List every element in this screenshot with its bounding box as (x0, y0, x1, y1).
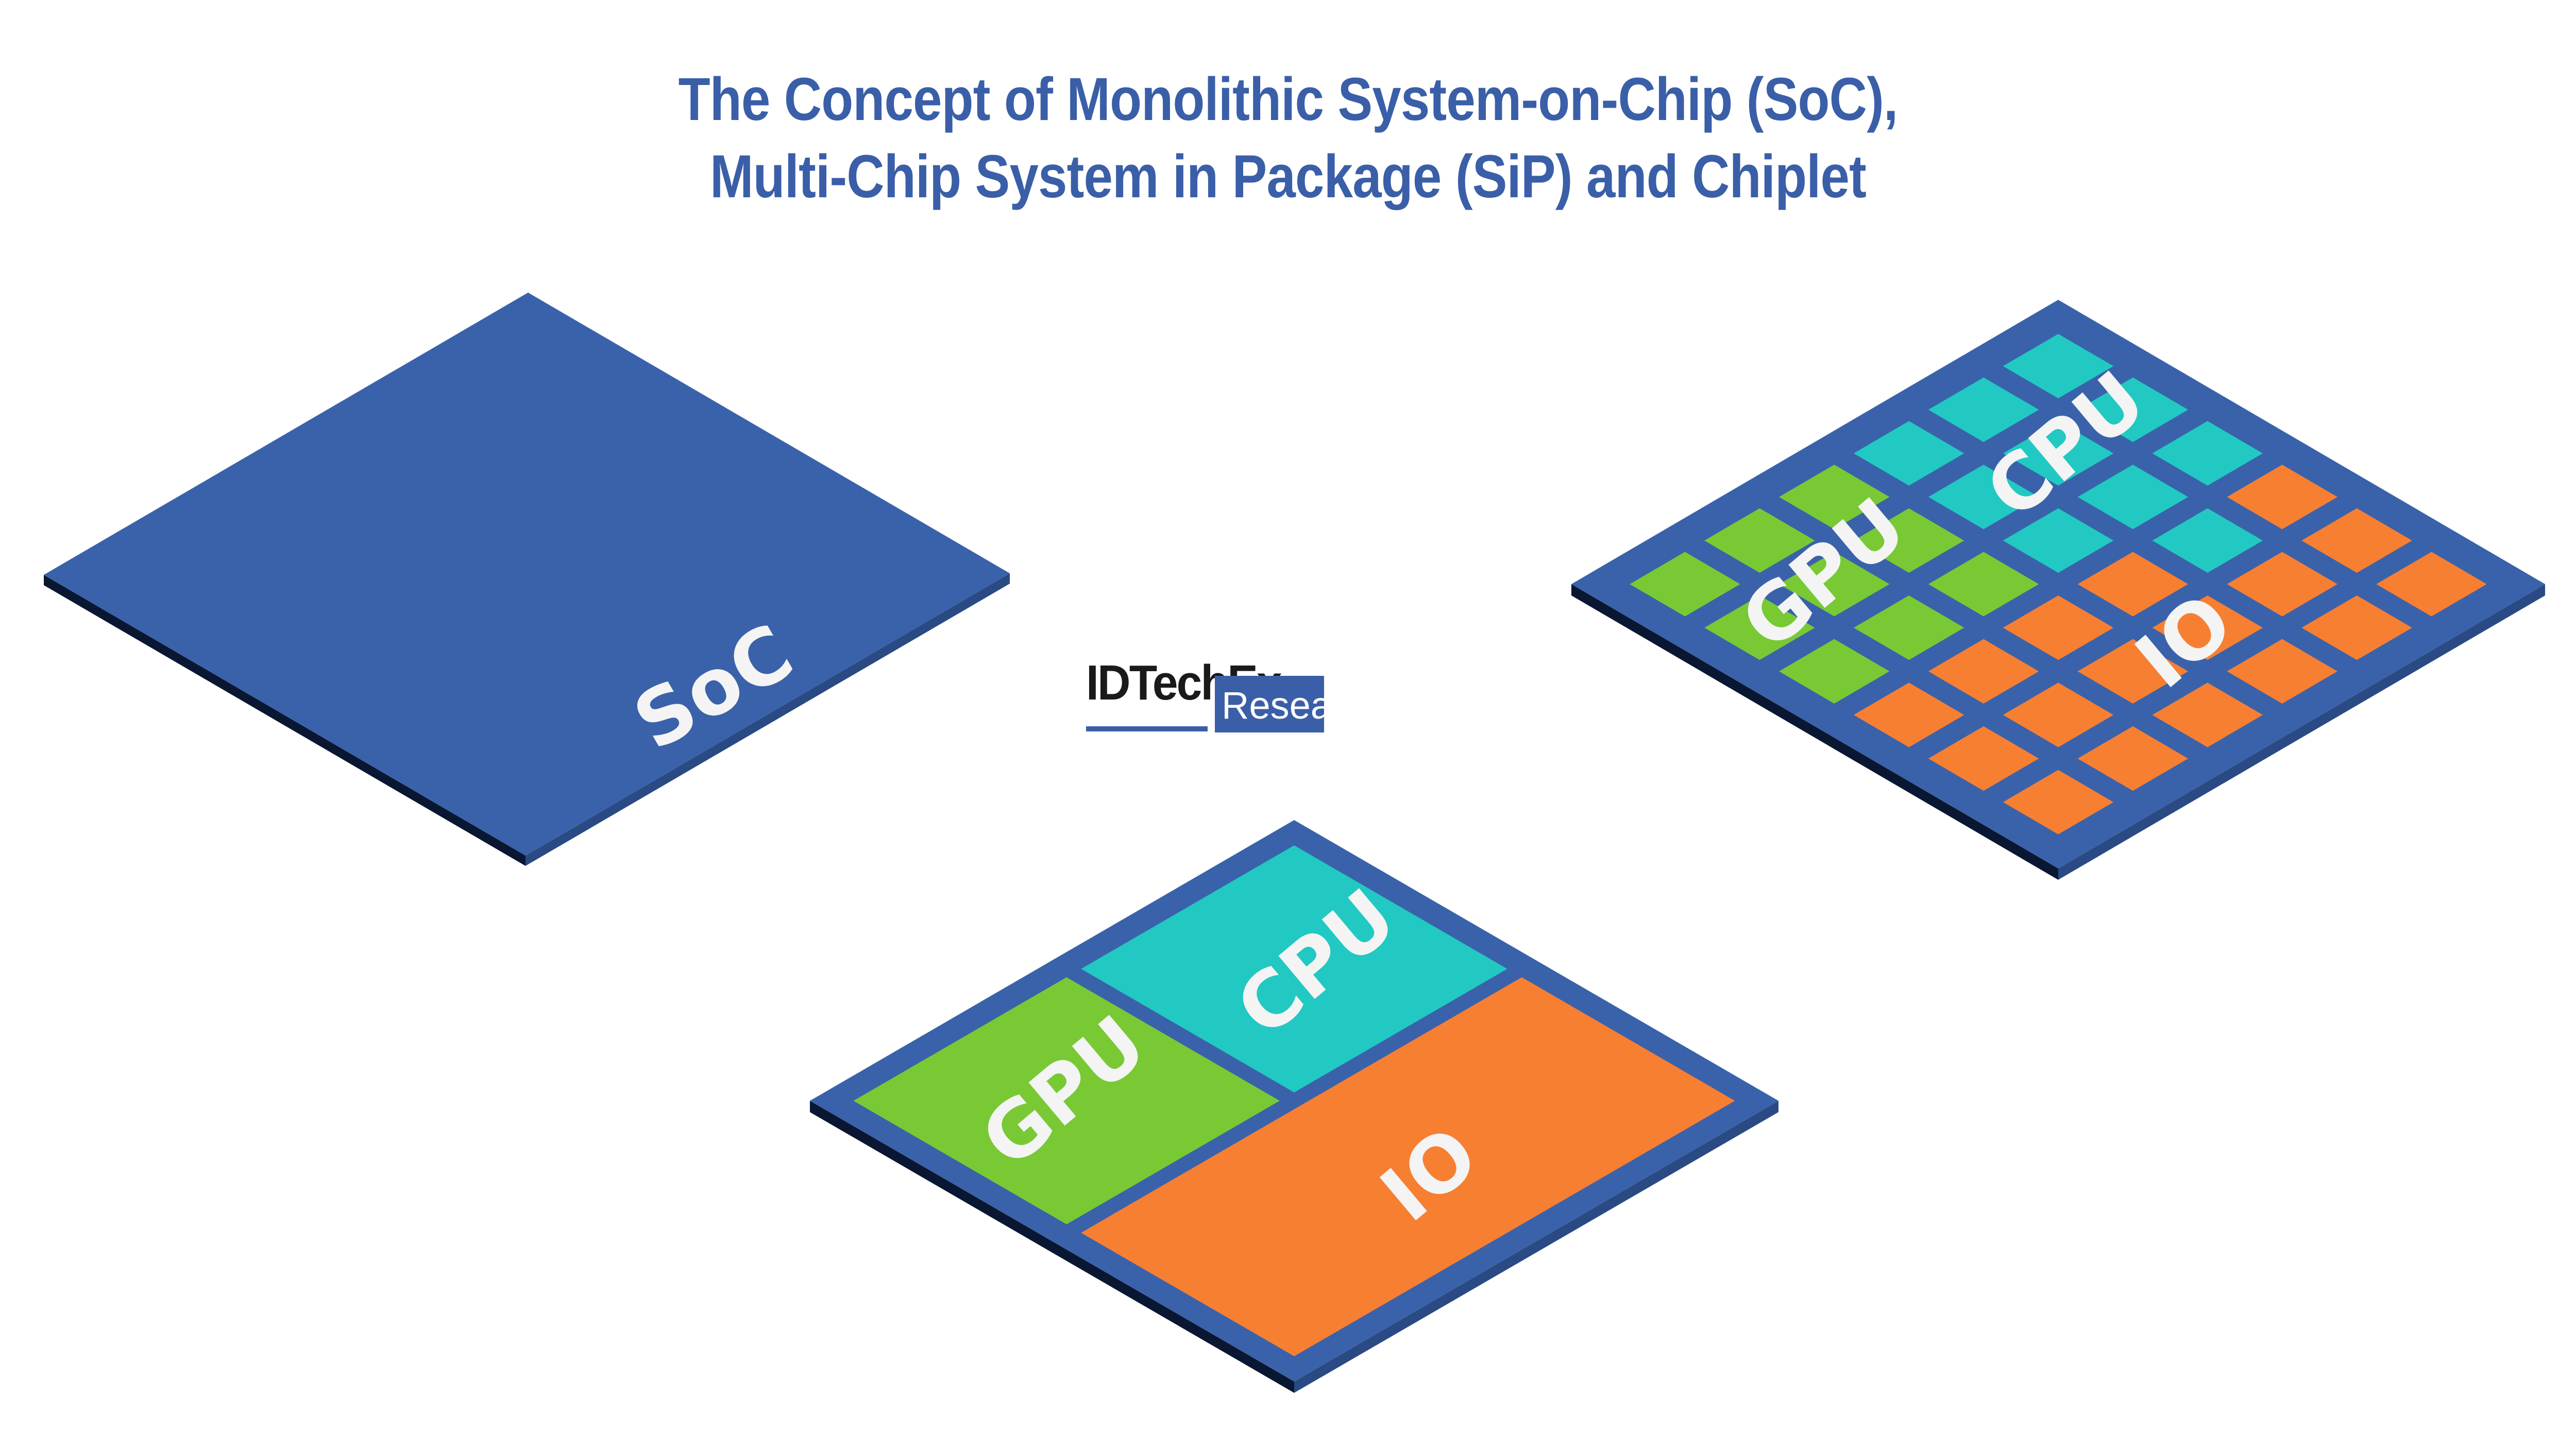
chiplet-cell-io (2227, 465, 2337, 530)
chiplet-cell-io (2227, 639, 2337, 704)
chiplet-cell-cpu (1854, 421, 1964, 486)
chiplet-cell-cpu (2077, 377, 2189, 442)
soc-chip: SoC (44, 293, 1010, 866)
chiplet-cell-cpu (2077, 465, 2189, 530)
chiplet-top-face (1571, 300, 2545, 868)
title-line-2: Multi-Chip System in Package (SiP) and C… (709, 143, 1867, 211)
chiplet-cell-io (1854, 683, 1964, 747)
sip-block-cpu (1081, 845, 1507, 1093)
chiplet-cell-io (2301, 508, 2412, 573)
chiplet-cell-gpu (1854, 595, 1964, 660)
soc-side-right (526, 573, 1010, 866)
chiplet-cell-gpu (1630, 552, 1740, 617)
chiplet-cell-io (2077, 552, 2189, 617)
chiplet-cell-cpu (2152, 508, 2263, 573)
chiplet-cell-io (2227, 552, 2337, 617)
idtechex-logo: IDTechEx Research (1086, 657, 1509, 732)
chiplet-cell-io (1928, 726, 2039, 791)
soc-top-face (44, 293, 1010, 856)
logo-tag: Research (1222, 684, 1385, 727)
sip-side-left (810, 1101, 1294, 1393)
chiplet-cell-cpu (2003, 421, 2114, 486)
logo-tag-box (1215, 676, 1324, 732)
chiplet-cell-gpu (1779, 639, 1890, 704)
chiplet-cell-io (2301, 595, 2412, 660)
chiplet-side-right (2058, 584, 2545, 880)
logo-underline (1086, 726, 1208, 731)
page-title: The Concept of Monolithic System-on-Chip… (180, 61, 2396, 215)
title-line-1: The Concept of Monolithic System-on-Chip… (678, 65, 1899, 133)
soc-side-left (44, 575, 526, 866)
chiplet-cell-io (2152, 595, 2263, 660)
chiplet-cell-io (1928, 639, 2039, 704)
chiplet-cell-io (2152, 683, 2263, 747)
chiplet-cell-io (2003, 595, 2114, 660)
chiplet-cell-io (2003, 770, 2114, 834)
chiplet-cell-io (2003, 683, 2114, 747)
chiplet-cell-gpu (1704, 595, 1815, 660)
chiplet-side-left (1571, 584, 2058, 880)
chiplet-cell-cpu (2003, 334, 2114, 399)
chiplet-cell-io (2376, 552, 2487, 617)
sip-top-face (810, 820, 1778, 1382)
sip-block-io (1081, 977, 1735, 1356)
chiplet-cell-io (2077, 726, 2189, 791)
chiplet-cell-gpu (1779, 552, 1890, 617)
sip-side-right (1294, 1101, 1778, 1393)
chiplet-cell-cpu (2152, 421, 2263, 486)
chiplet-cell-cpu (2003, 508, 2114, 573)
chiplet-cell-gpu (1704, 508, 1815, 573)
chiplet-cell-gpu (1854, 508, 1964, 573)
chiplet-cell-gpu (1779, 465, 1890, 530)
chiplet-cell-gpu (1928, 552, 2039, 617)
chiplet-cell-cpu (1928, 465, 2039, 530)
sip-block-gpu (853, 977, 1280, 1224)
chiplet-cell-io (2077, 639, 2189, 704)
chiplet-cell-cpu (1928, 377, 2039, 442)
